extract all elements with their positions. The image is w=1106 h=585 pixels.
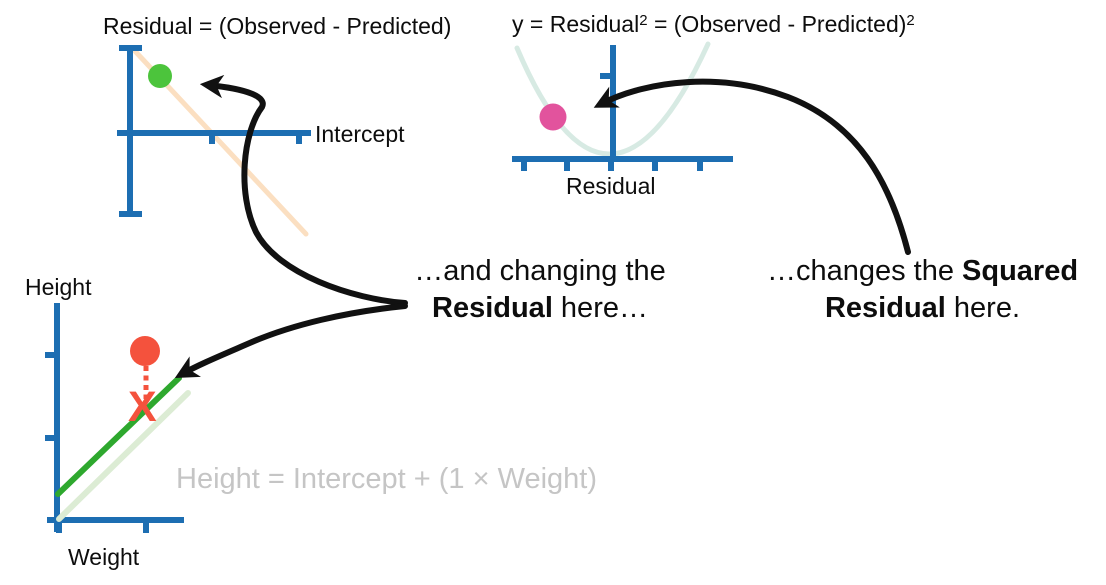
arrow-to-regression-line [174,303,408,378]
squared-residual-note: …changes the Squared Residual here. [755,253,1090,327]
squared-plot-title: y = Residual2 = (Observed - Predicted)2 [512,11,915,38]
squared-residual-note-line2: Residual here. [755,290,1090,327]
weight-axis-label: Weight [68,544,140,570]
squared-plot-title-mid: = (Observed - Predicted) [647,11,907,37]
squared-residual-note-bold2: Residual [824,292,946,324]
squared-residual-note-line1: …changes the Squared [755,253,1090,290]
residual-note-line2: Residual here… [395,290,685,327]
residual-note-bold: Residual [432,292,553,324]
previous-fit-line-pale-green [56,390,191,522]
squared-plot-title-sup1: 2 [639,12,648,29]
intercept-plot-title: Residual = (Observed - Predicted) [103,13,452,39]
observed-point-red-dot[interactable] [130,336,160,366]
predicted-point-x-marker[interactable]: X [128,383,157,431]
squared-residual-pink-dot[interactable] [539,103,567,131]
squared-plot-title-sup2: 2 [906,12,915,29]
residual-axis-label: Residual [566,173,656,199]
arrow-to-green-dot [199,74,408,306]
fitted-line-green[interactable] [55,375,182,497]
height-axis-label: Height [25,274,92,300]
regression-equation: Height = Intercept + (1 × Weight) [176,463,597,495]
residual-note: …and changing the Residual here… [395,253,685,327]
residual-note-rest: here… [552,292,648,324]
residual-note-line1: …and changing the [414,255,666,287]
squared-plot-title-prefix: y = Residual [512,11,640,37]
squared-residual-note-rest: here. [945,292,1021,324]
intercept-axis-label: Intercept [315,121,405,147]
residual-point-green-dot[interactable] [148,64,172,88]
squared-residual-note-bold1: Squared [962,255,1079,287]
squared-residual-note-pre: …changes the [766,255,963,287]
arrow-to-pink-dot [593,78,911,255]
